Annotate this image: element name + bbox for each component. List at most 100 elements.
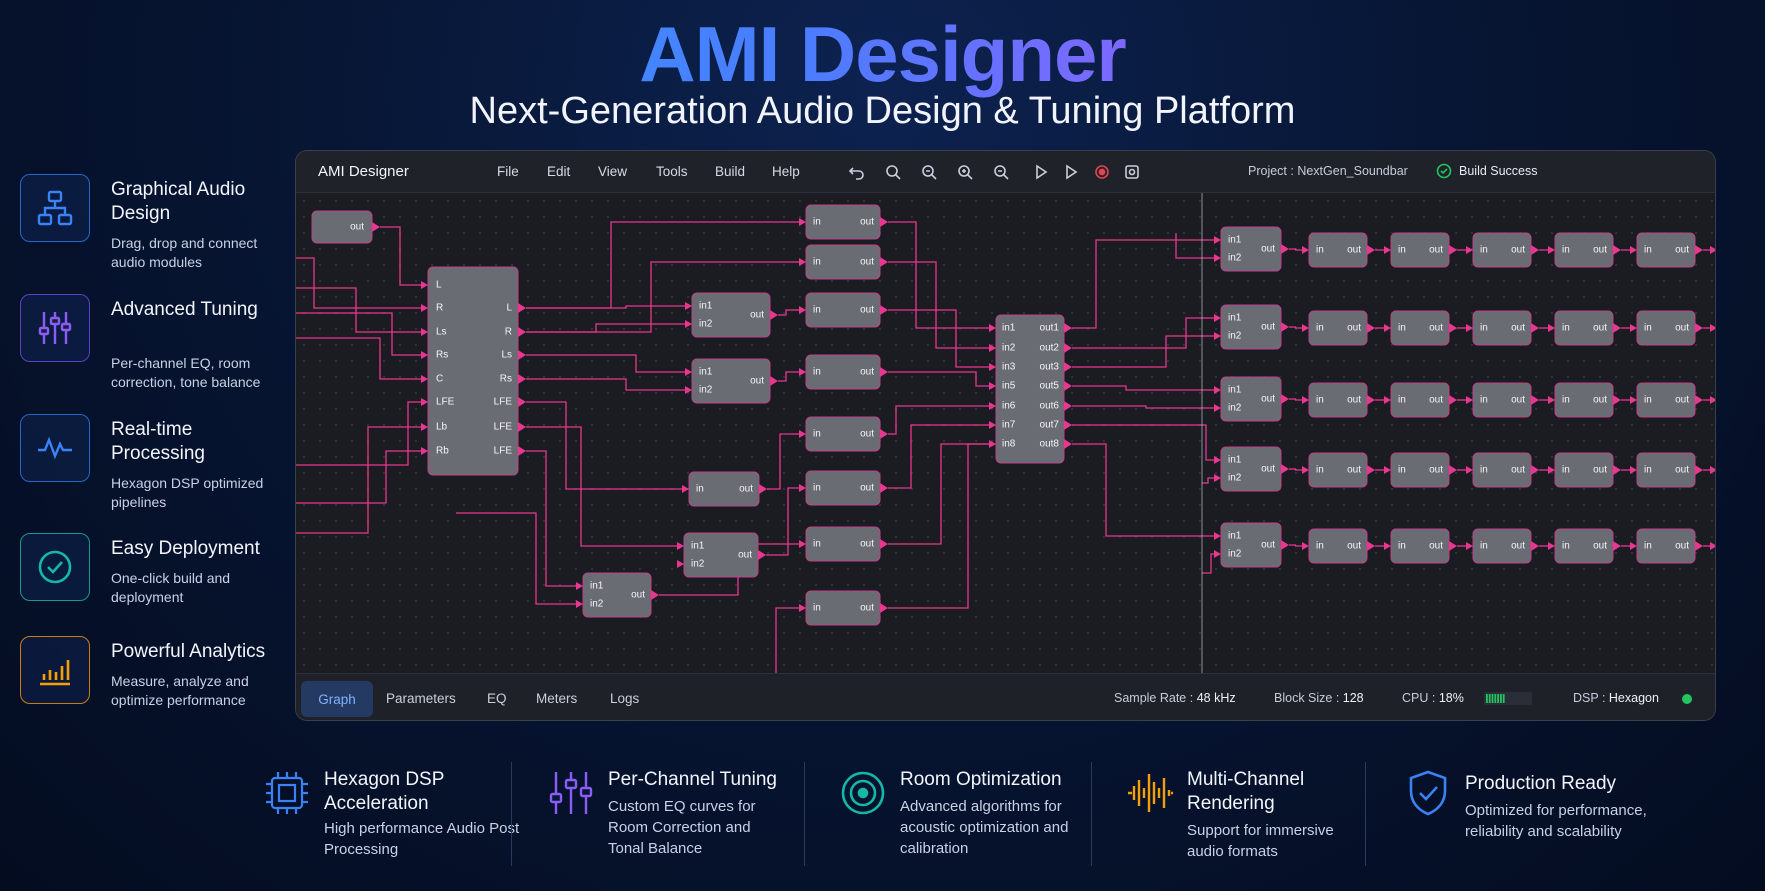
- menu-build[interactable]: Build: [715, 164, 746, 179]
- output-port[interactable]: [518, 327, 526, 337]
- output-port[interactable]: [518, 422, 526, 432]
- input-port[interactable]: [1548, 466, 1555, 474]
- input-port[interactable]: [1466, 324, 1473, 332]
- output-port[interactable]: [1064, 362, 1072, 372]
- input-port[interactable]: [1302, 324, 1309, 332]
- output-port[interactable]: [1281, 540, 1289, 550]
- input-port[interactable]: [1214, 474, 1221, 482]
- input-port[interactable]: [799, 368, 806, 376]
- output-port[interactable]: [759, 484, 767, 494]
- input-port[interactable]: [421, 423, 428, 431]
- menu-help[interactable]: Help: [772, 164, 800, 179]
- input-port[interactable]: [421, 328, 428, 336]
- input-port[interactable]: [1384, 466, 1391, 474]
- input-port[interactable]: [799, 306, 806, 314]
- input-port[interactable]: [1630, 542, 1637, 550]
- output-port[interactable]: [1531, 245, 1539, 255]
- output-port[interactable]: [1367, 245, 1375, 255]
- output-port[interactable]: [1695, 395, 1703, 405]
- output-port[interactable]: [1613, 245, 1621, 255]
- output-port[interactable]: [1064, 343, 1072, 353]
- output-port[interactable]: [770, 310, 778, 320]
- tab-meters[interactable]: Meters: [536, 691, 578, 706]
- input-port[interactable]: [1548, 396, 1555, 404]
- input-port[interactable]: [1302, 396, 1309, 404]
- input-port[interactable]: [989, 440, 996, 448]
- input-port[interactable]: [989, 344, 996, 352]
- output-port[interactable]: [1695, 541, 1703, 551]
- output-port[interactable]: [1367, 465, 1375, 475]
- output-port[interactable]: [880, 367, 888, 377]
- output-port[interactable]: [1449, 465, 1457, 475]
- input-port[interactable]: [989, 421, 996, 429]
- input-port[interactable]: [677, 542, 684, 550]
- input-port[interactable]: [799, 604, 806, 612]
- zoom-reset-icon[interactable]: [992, 163, 1010, 181]
- input-port[interactable]: [1548, 324, 1555, 332]
- output-port[interactable]: [1531, 465, 1539, 475]
- input-port[interactable]: [799, 484, 806, 492]
- input-port[interactable]: [685, 386, 692, 394]
- output-port[interactable]: [372, 222, 380, 232]
- step-icon[interactable]: [1063, 163, 1081, 181]
- zoom-out-icon[interactable]: [920, 163, 938, 181]
- input-port[interactable]: [1214, 314, 1221, 322]
- input-port[interactable]: [1384, 246, 1391, 254]
- output-port[interactable]: [880, 305, 888, 315]
- input-port[interactable]: [1214, 332, 1221, 340]
- input-port[interactable]: [1302, 542, 1309, 550]
- input-port[interactable]: [1710, 246, 1716, 254]
- input-port[interactable]: [1214, 404, 1221, 412]
- input-port[interactable]: [421, 281, 428, 289]
- input-port[interactable]: [1214, 386, 1221, 394]
- output-port[interactable]: [1064, 439, 1072, 449]
- output-port[interactable]: [1695, 465, 1703, 475]
- input-port[interactable]: [1302, 246, 1309, 254]
- input-port[interactable]: [1214, 456, 1221, 464]
- input-port[interactable]: [1548, 542, 1555, 550]
- output-port[interactable]: [1064, 420, 1072, 430]
- output-port[interactable]: [518, 446, 526, 456]
- output-port[interactable]: [1695, 245, 1703, 255]
- output-port[interactable]: [1449, 323, 1457, 333]
- output-port[interactable]: [1064, 381, 1072, 391]
- input-port[interactable]: [677, 560, 684, 568]
- input-port[interactable]: [1466, 396, 1473, 404]
- output-port[interactable]: [1449, 245, 1457, 255]
- input-port[interactable]: [1630, 246, 1637, 254]
- tab-eq[interactable]: EQ: [487, 691, 507, 706]
- output-port[interactable]: [880, 603, 888, 613]
- input-port[interactable]: [685, 368, 692, 376]
- output-port[interactable]: [1064, 401, 1072, 411]
- input-port[interactable]: [989, 324, 996, 332]
- output-port[interactable]: [1281, 394, 1289, 404]
- output-port[interactable]: [518, 374, 526, 384]
- output-port[interactable]: [880, 429, 888, 439]
- input-port[interactable]: [1214, 236, 1221, 244]
- input-port[interactable]: [576, 600, 583, 608]
- node-graph[interactable]: outLRLsRsCLFELbRbLRLsRsLFELFELFEin1in2ou…: [296, 193, 1716, 673]
- output-port[interactable]: [1367, 323, 1375, 333]
- menu-file[interactable]: File: [497, 164, 519, 179]
- input-port[interactable]: [989, 363, 996, 371]
- output-port[interactable]: [880, 257, 888, 267]
- input-port[interactable]: [682, 485, 689, 493]
- input-port[interactable]: [1384, 396, 1391, 404]
- menu-edit[interactable]: Edit: [547, 164, 571, 179]
- output-port[interactable]: [1695, 323, 1703, 333]
- input-port[interactable]: [1384, 542, 1391, 550]
- input-port[interactable]: [1466, 246, 1473, 254]
- output-port[interactable]: [880, 217, 888, 227]
- input-port[interactable]: [1710, 396, 1716, 404]
- output-port[interactable]: [1613, 541, 1621, 551]
- channel-splitter-node[interactable]: [427, 266, 519, 476]
- input-port[interactable]: [421, 398, 428, 406]
- input-port[interactable]: [421, 375, 428, 383]
- input-port[interactable]: [685, 302, 692, 310]
- tab-graph[interactable]: Graph: [301, 681, 373, 717]
- output-port[interactable]: [1613, 323, 1621, 333]
- input-port[interactable]: [1466, 466, 1473, 474]
- output-port[interactable]: [880, 539, 888, 549]
- record-icon[interactable]: [1093, 163, 1111, 181]
